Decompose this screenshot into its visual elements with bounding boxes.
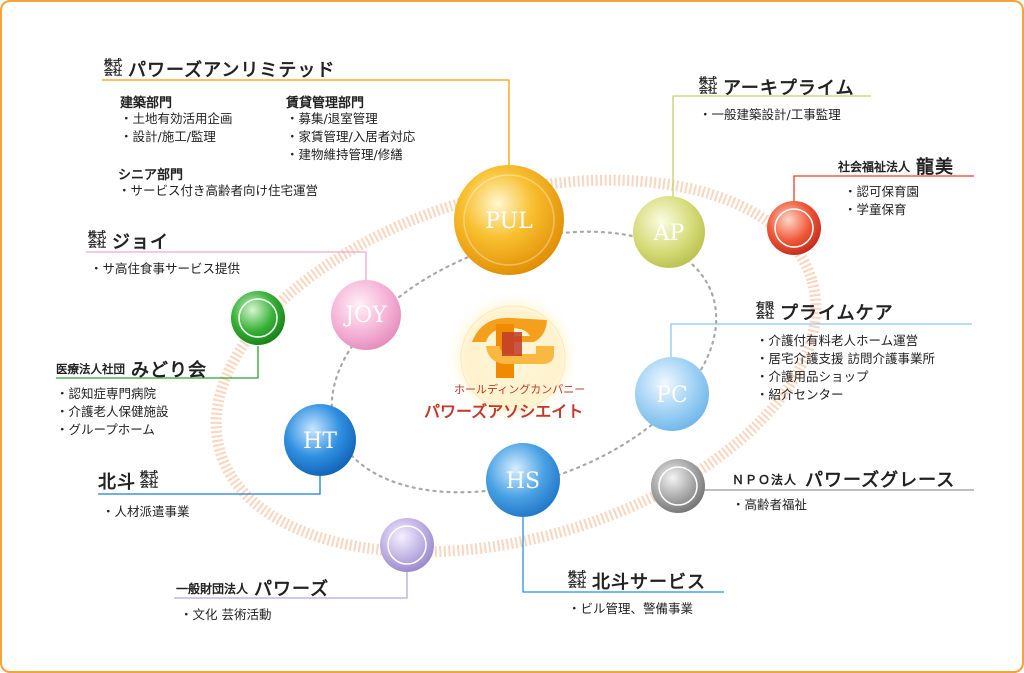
rent-item-2: ・家賃管理/入居者対応 bbox=[286, 129, 416, 144]
pul-label: PUL bbox=[485, 209, 533, 234]
hs-node[interactable]: HS bbox=[486, 443, 560, 517]
hokuto-heading: 北斗株式会社 bbox=[98, 468, 164, 494]
joy-heading: 株式会社ジョイ bbox=[88, 228, 169, 254]
joy-node[interactable]: JOY bbox=[331, 280, 401, 350]
joy-label: JOY bbox=[343, 303, 387, 328]
hokuto-item-1: ・人材派遣事業 bbox=[102, 504, 190, 519]
connector-hokuto-service bbox=[522, 514, 724, 593]
arche-heading: 株式会社アーキプライム bbox=[699, 74, 855, 100]
primecare-name: プライムケア bbox=[780, 303, 894, 324]
powers-bubble[interactable] bbox=[380, 518, 434, 572]
build-item-2: ・設計/施工/監理 bbox=[120, 129, 216, 144]
powers-item-1: ・文化 芸術活動 bbox=[180, 607, 272, 622]
joy-item-1: ・サ高住食事サービス提供 bbox=[90, 261, 241, 276]
primecare-prefix: 有限会社 bbox=[756, 302, 775, 321]
connector-powers bbox=[174, 568, 408, 599]
ht-node[interactable]: HT bbox=[284, 404, 356, 476]
joy-name: ジョイ bbox=[112, 232, 169, 253]
graceful-heading: ＮＰＯ法人パワーズグレース bbox=[732, 466, 955, 492]
build-item-1: ・土地有効活用企画 bbox=[120, 111, 233, 126]
ryubi-prefix: 社会福祉法人 bbox=[838, 159, 911, 174]
graceful-bubble[interactable] bbox=[651, 459, 705, 513]
primecare-heading: 有限会社プライムケア bbox=[756, 299, 894, 325]
primecare-item-1: ・介護付有料老人ホーム運営 bbox=[756, 333, 919, 348]
rent-item-3: ・建物維持管理/修繕 bbox=[286, 147, 403, 162]
pul-node[interactable]: PUL bbox=[454, 165, 564, 275]
primecare-item-3: ・介護用品ショップ bbox=[756, 369, 869, 384]
center-ring bbox=[460, 305, 566, 411]
senior-item-1: ・サービス付き高齢者向け住宅運営 bbox=[118, 183, 319, 198]
connector-lines bbox=[56, 79, 974, 599]
ryubi-name: 龍美 bbox=[916, 157, 955, 178]
connector-unlimited bbox=[102, 79, 510, 180]
center-company-name: パワーズアソシエイト bbox=[424, 402, 584, 421]
hokuto-suffix: 株式会社 bbox=[140, 471, 159, 490]
pc-label: PC bbox=[656, 383, 688, 408]
ryubi-item-1: ・認可保育園 bbox=[844, 184, 920, 199]
ap-label: AP bbox=[653, 221, 685, 246]
hokuto-service-prefix: 株式会社 bbox=[568, 571, 587, 590]
arche-item-1: ・一般建築設計/工事監理 bbox=[699, 107, 841, 122]
graceful-item-1: ・高齢者福祉 bbox=[732, 497, 808, 512]
ryubi-bubble[interactable] bbox=[767, 201, 821, 255]
graceful-name: パワーズグレース bbox=[805, 470, 956, 491]
midori-heading: 医療法人社団みどり会 bbox=[56, 356, 207, 382]
powers-heading: 一般財団法人パワーズ bbox=[176, 575, 329, 601]
dept-senior: シニア部門 bbox=[118, 168, 184, 183]
inner-orbit bbox=[330, 230, 718, 494]
connector-arche bbox=[672, 95, 871, 202]
pc-node[interactable]: PC bbox=[635, 357, 709, 431]
hokuto-service-item-1: ・ビル管理、警備事業 bbox=[568, 601, 694, 616]
powers-associate-logo-icon bbox=[472, 317, 554, 378]
ht-label: HT bbox=[303, 429, 337, 454]
unlimited-name: パワーズアンリミテッド bbox=[128, 60, 336, 81]
dept-build: 建築部門 bbox=[120, 96, 173, 111]
ryubi-heading: 社会福祉法人龍美 bbox=[838, 153, 954, 179]
graceful-prefix: ＮＰＯ法人 bbox=[732, 472, 798, 487]
arche-name: アーキプライム bbox=[723, 78, 855, 99]
connector-hokuto bbox=[98, 472, 321, 495]
hokuto-service-name: 北斗サービス bbox=[592, 572, 706, 593]
unlimited-prefix: 株式会社 bbox=[104, 59, 123, 78]
arche-prefix: 株式会社 bbox=[699, 77, 718, 96]
primecare-item-2: ・居宅介護支援 訪問介護事業所 bbox=[756, 351, 935, 366]
powers-name: パワーズ bbox=[254, 579, 330, 600]
midori-item-3: ・グループホーム bbox=[56, 422, 155, 437]
ap-node[interactable]: AP bbox=[633, 196, 705, 268]
midori-item-1: ・認知症専門病院 bbox=[56, 386, 157, 401]
rent-item-1: ・募集/退室管理 bbox=[286, 111, 378, 126]
powers-prefix: 一般財団法人 bbox=[176, 581, 249, 596]
midori-prefix: 医療法人社団 bbox=[56, 362, 125, 376]
midori-bubble[interactable] bbox=[231, 291, 285, 345]
hs-label: HS bbox=[506, 469, 540, 494]
connector-joy bbox=[86, 251, 367, 288]
ryubi-item-2: ・学童保育 bbox=[844, 202, 907, 217]
hokuto-service-heading: 株式会社北斗サービス bbox=[568, 568, 706, 594]
connector-midori bbox=[56, 346, 259, 379]
center-subtitle: ホールディングカンパニー bbox=[454, 383, 586, 396]
primecare-item-4: ・紹介センター bbox=[756, 387, 844, 402]
hokuto-name: 北斗 bbox=[98, 472, 136, 493]
joy-prefix: 株式会社 bbox=[88, 231, 107, 250]
midori-item-2: ・介護老人保健施設 bbox=[56, 404, 169, 419]
connector-primecare bbox=[670, 323, 972, 358]
dept-rent: 賃貸管理部門 bbox=[286, 96, 365, 111]
midori-name: みどり会 bbox=[131, 360, 207, 381]
connector-ryubi bbox=[793, 175, 974, 209]
unlimited-heading: 株式会社パワーズアンリミテッド bbox=[104, 56, 335, 82]
